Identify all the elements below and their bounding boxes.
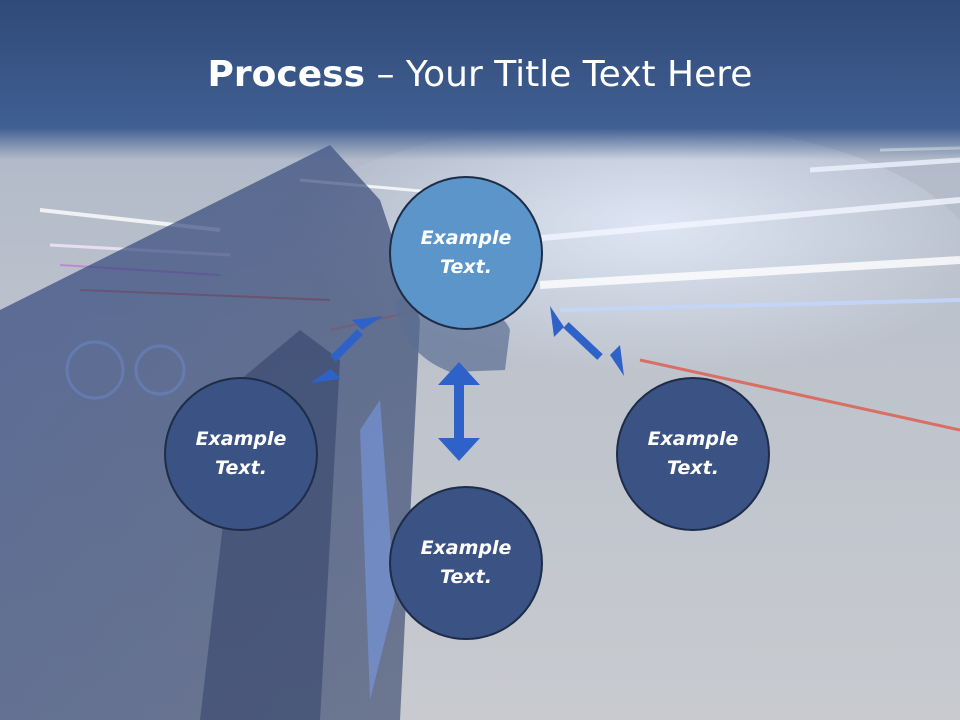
title-rest: – Your Title Text Here	[365, 54, 753, 95]
node-right-line2: Text.	[667, 457, 719, 479]
arrow-top-left	[310, 316, 383, 383]
node-right-line1: Example	[647, 428, 739, 450]
node-left-line2: Text.	[215, 457, 267, 479]
node-top-line2: Text.	[440, 256, 492, 278]
node-bottom-line1: Example	[420, 537, 512, 559]
page-title: Process – Your Title Text Here	[0, 52, 960, 98]
arrow-top-right	[550, 306, 624, 376]
title-bold: Process	[207, 54, 366, 95]
node-bottom-line2: Text.	[440, 566, 492, 588]
arrow-top-bottom	[438, 362, 480, 461]
node-top-line1: Example	[420, 227, 512, 249]
node-left-line1: Example	[195, 428, 287, 450]
